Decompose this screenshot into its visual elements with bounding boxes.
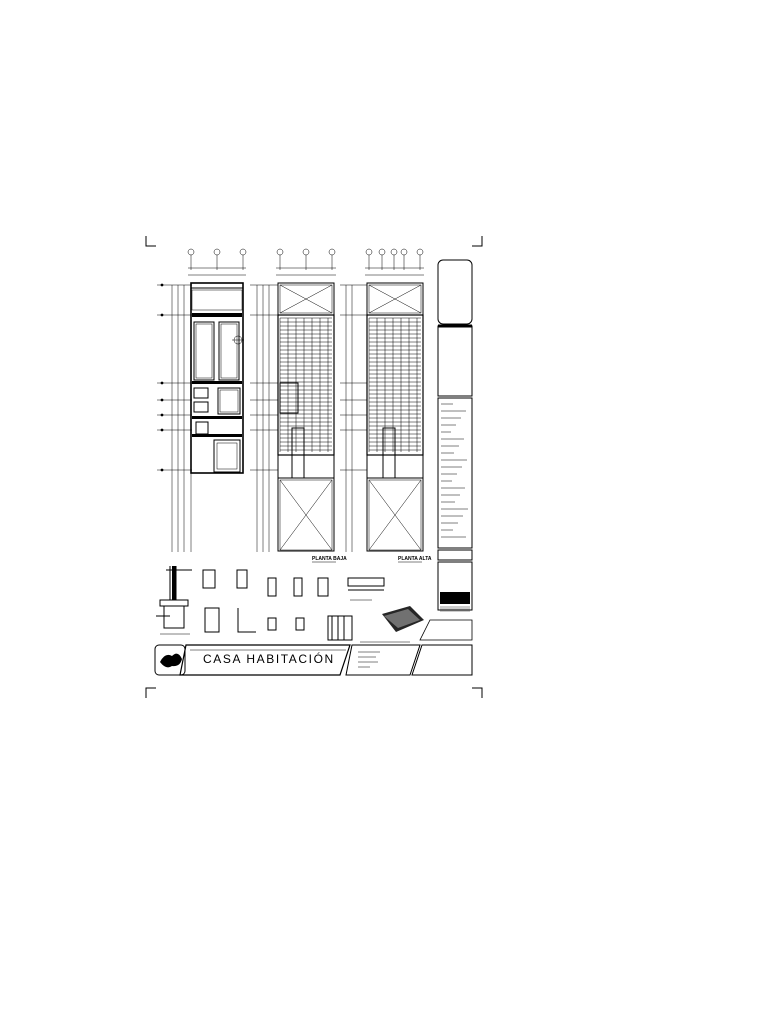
- title-band: CASA HABITACIÓN: [154, 619, 473, 676]
- crop-marks: [145, 236, 483, 698]
- logo-icon: [160, 653, 182, 668]
- plan-label-ground: PLANTA BAJA: [312, 556, 347, 562]
- plan-labels: PLANTA BAJA PLANTA ALTA: [312, 556, 432, 563]
- structural-elevation: [157, 248, 247, 552]
- ground-floor-plan: [250, 248, 336, 552]
- project-title: CASA HABITACIÓN: [203, 651, 335, 666]
- plan-label-upper: PLANTA ALTA: [398, 556, 432, 562]
- notes-column: [437, 259, 473, 612]
- upper-floor-plan: [340, 248, 424, 552]
- construction-details: [156, 566, 424, 643]
